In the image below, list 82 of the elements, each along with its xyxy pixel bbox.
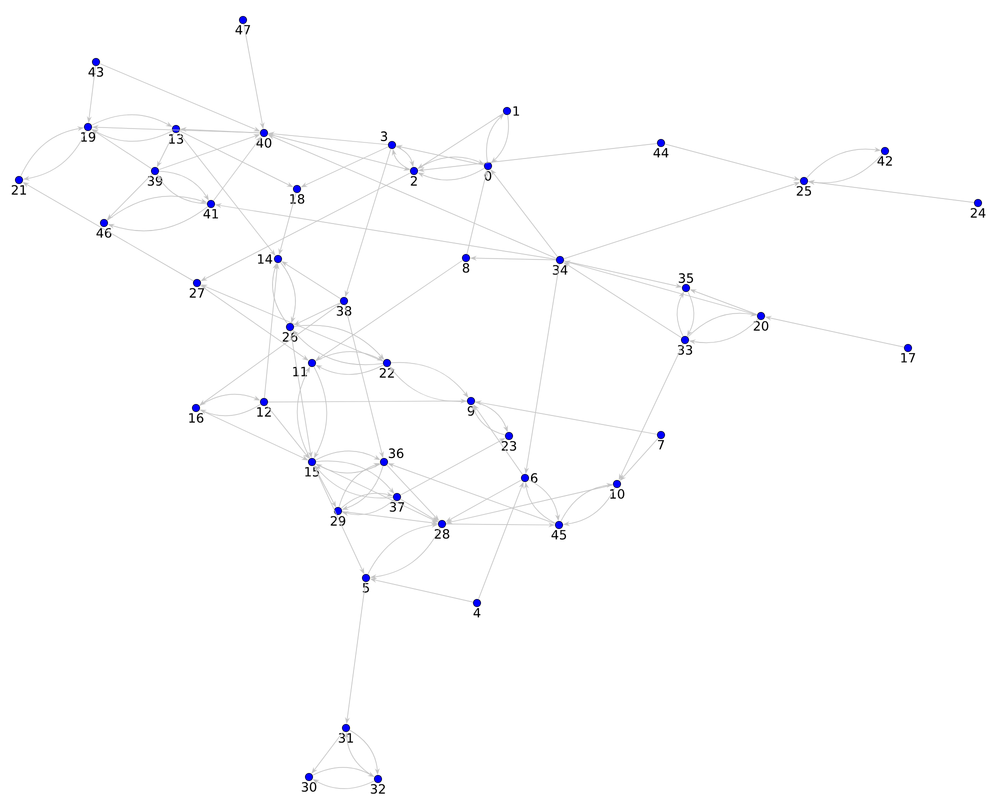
- graph-node: 30: [302, 773, 316, 792]
- graph-node: 45: [552, 521, 566, 540]
- node-label: 16: [189, 413, 204, 423]
- graph-node: 23: [502, 432, 516, 451]
- node-label: 38: [336, 306, 352, 316]
- graph-node: 47: [235, 16, 250, 34]
- node-label: 37: [390, 502, 404, 512]
- node-label: 3: [380, 131, 388, 142]
- graph-node: 41: [203, 200, 218, 218]
- node-label: 31: [338, 733, 353, 743]
- node-label: 17: [901, 353, 916, 362]
- node-label: 27: [190, 288, 204, 298]
- node-label: 45: [551, 530, 566, 540]
- graph-node: 27: [190, 279, 204, 298]
- graph-node: 19: [81, 123, 96, 142]
- graph-node: 14: [258, 254, 282, 264]
- node-label: 46: [96, 228, 112, 238]
- node-label: 47: [235, 25, 250, 34]
- node-label: 10: [610, 489, 624, 499]
- graph-node: 32: [370, 775, 385, 794]
- node-label: 42: [877, 156, 892, 166]
- node-label: 8: [462, 263, 470, 273]
- graph-node: 4: [473, 599, 481, 618]
- node-label: 41: [203, 209, 218, 218]
- node-label: 14: [258, 254, 272, 264]
- node-label: 20: [754, 321, 768, 331]
- node-label: 28: [434, 529, 450, 539]
- graph-node: 43: [88, 58, 104, 77]
- graph-node: 18: [290, 185, 304, 204]
- node-label: 43: [88, 67, 104, 77]
- graph-node: 13: [169, 125, 184, 144]
- node-label: 40: [256, 138, 272, 148]
- graph-node: 8: [462, 254, 470, 273]
- node-label: 2: [410, 176, 417, 186]
- node-label: 30: [302, 782, 316, 792]
- node-label: 21: [12, 185, 26, 195]
- node-label: 23: [502, 441, 516, 451]
- node-label: 12: [257, 407, 271, 417]
- graph-node: 12: [257, 398, 271, 417]
- graph-node: 37: [390, 493, 404, 512]
- node-label: 35: [678, 273, 694, 283]
- graph-node: 17: [901, 344, 916, 362]
- node-label: 29: [330, 516, 346, 526]
- graph-node: 3: [380, 131, 396, 149]
- node-label: 4: [474, 608, 480, 618]
- graph-node: 36: [380, 448, 404, 466]
- graph-node: 7: [657, 431, 665, 450]
- graph-node: 1: [503, 106, 520, 116]
- graph-node: 44: [654, 139, 668, 158]
- graph-node: 21: [12, 176, 26, 195]
- graph-node: 34: [552, 256, 568, 275]
- node-label: 24: [970, 208, 986, 218]
- node-label: 34: [552, 265, 568, 275]
- graph-node: 40: [256, 129, 272, 148]
- node-label: 32: [370, 784, 385, 794]
- node-label: 1: [513, 106, 520, 116]
- graph-node: 25: [796, 177, 812, 196]
- graph-node: 28: [434, 520, 450, 539]
- graph-node: 10: [610, 480, 624, 499]
- graph-node: 46: [96, 219, 112, 238]
- graph-node: 38: [336, 297, 352, 316]
- node-label: 33: [678, 345, 692, 355]
- node-label: 11: [293, 366, 307, 376]
- graph-node: 35: [678, 273, 694, 292]
- graph-node: 2: [410, 167, 418, 186]
- graph-node: 11: [293, 359, 316, 376]
- node-label: 7: [658, 440, 664, 450]
- graph-node: 29: [330, 507, 346, 526]
- graph-node: 16: [189, 404, 204, 423]
- node-label: 19: [81, 132, 96, 142]
- graph-node: 20: [754, 312, 768, 331]
- node-label: 44: [653, 148, 668, 158]
- graph-node: 6: [521, 473, 538, 483]
- node-label: 36: [388, 448, 404, 458]
- node-label: 13: [169, 134, 184, 144]
- graph-node: 31: [338, 724, 353, 743]
- graph-node: 24: [970, 199, 986, 218]
- graph-node: 42: [878, 147, 892, 166]
- node-label: 25: [796, 186, 812, 196]
- node-label: 6: [530, 473, 538, 483]
- graph-node: 33: [678, 336, 692, 355]
- node-label: 18: [290, 194, 304, 204]
